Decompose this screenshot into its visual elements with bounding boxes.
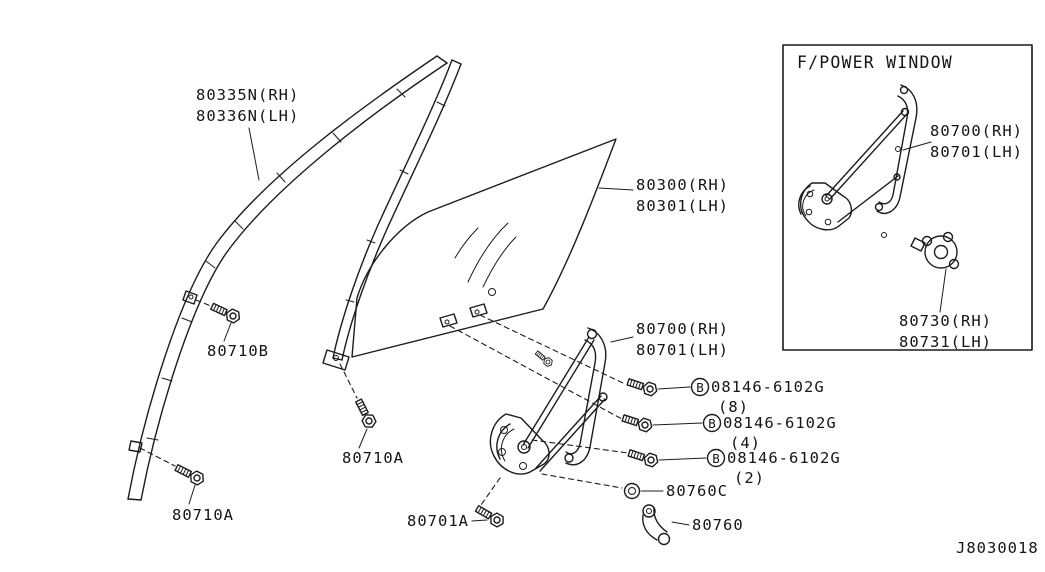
label-bolt-80710a-low: 80710A [172,506,234,524]
assembly-dashed-leaders [139,299,629,506]
inset-label-motor-lh: 80731(LH) [899,333,992,351]
bolt-80701a-drawing [471,502,507,530]
label-bolt-qty-8: (8) [718,398,749,416]
power-window-inset: F/POWER WINDOW [782,44,1033,351]
bolt-80710a-low-drawing [173,461,207,505]
label-leader-lines [248,127,634,343]
door-glass-drawing [351,138,617,358]
bolt-08146-4-drawing [620,411,722,434]
bolt-08146-2-drawing [626,446,726,469]
inset-label-regulator-lh: 80701(LH) [930,143,1023,161]
inset-title: F/POWER WINDOW [797,53,953,72]
label-bolt-code-8: 08146-6102G [711,378,825,396]
b-marker-2: B [712,451,720,466]
window-regulator-drawing [489,327,608,475]
label-bolt-qty-4: (4) [730,434,761,452]
label-grommet: 80760C [666,482,728,500]
label-bolt-80710a-mid: 80710A [342,449,404,467]
label-handle: 80760 [692,516,744,534]
label-bolt-code-4: 08146-6102G [723,414,837,432]
inset-label-motor-rh: 80730(RH) [899,312,992,330]
grommet-80760c-drawing [623,482,664,500]
b-marker-4: B [708,416,716,431]
label-regulator-rh: 80700(RH) [636,320,729,338]
bolt-80710a-mid-drawing [352,397,379,449]
label-glass-run-rh: 80335N(RH) [196,86,299,104]
inset-label-regulator-rh: 80700(RH) [930,122,1023,140]
glass-run-channel-drawing [127,55,448,501]
label-bolt-qty-2: (2) [734,469,765,487]
glass-run-channel-rear-drawing [322,59,462,371]
label-glass-rh: 80300(RH) [636,176,729,194]
inset-regulator-drawing [798,84,918,238]
bolt-80710b-drawing [208,300,243,342]
handle-80760-drawing [642,504,690,546]
inset-motor-drawing [910,231,960,270]
b-marker-8: B [696,380,704,395]
label-bolt-code-2: 08146-6102G [727,449,841,467]
label-glass-lh: 80301(LH) [636,197,729,215]
label-regulator-lh: 80701(LH) [636,341,729,359]
diagram-code: J8030018 [956,539,1039,557]
label-bolt-80710b: 80710B [207,342,269,360]
bolt-08146-8-drawing [625,375,710,398]
label-glass-run-lh: 80336N(LH) [196,107,299,125]
label-bolt-80701a: 80701A [407,512,469,530]
